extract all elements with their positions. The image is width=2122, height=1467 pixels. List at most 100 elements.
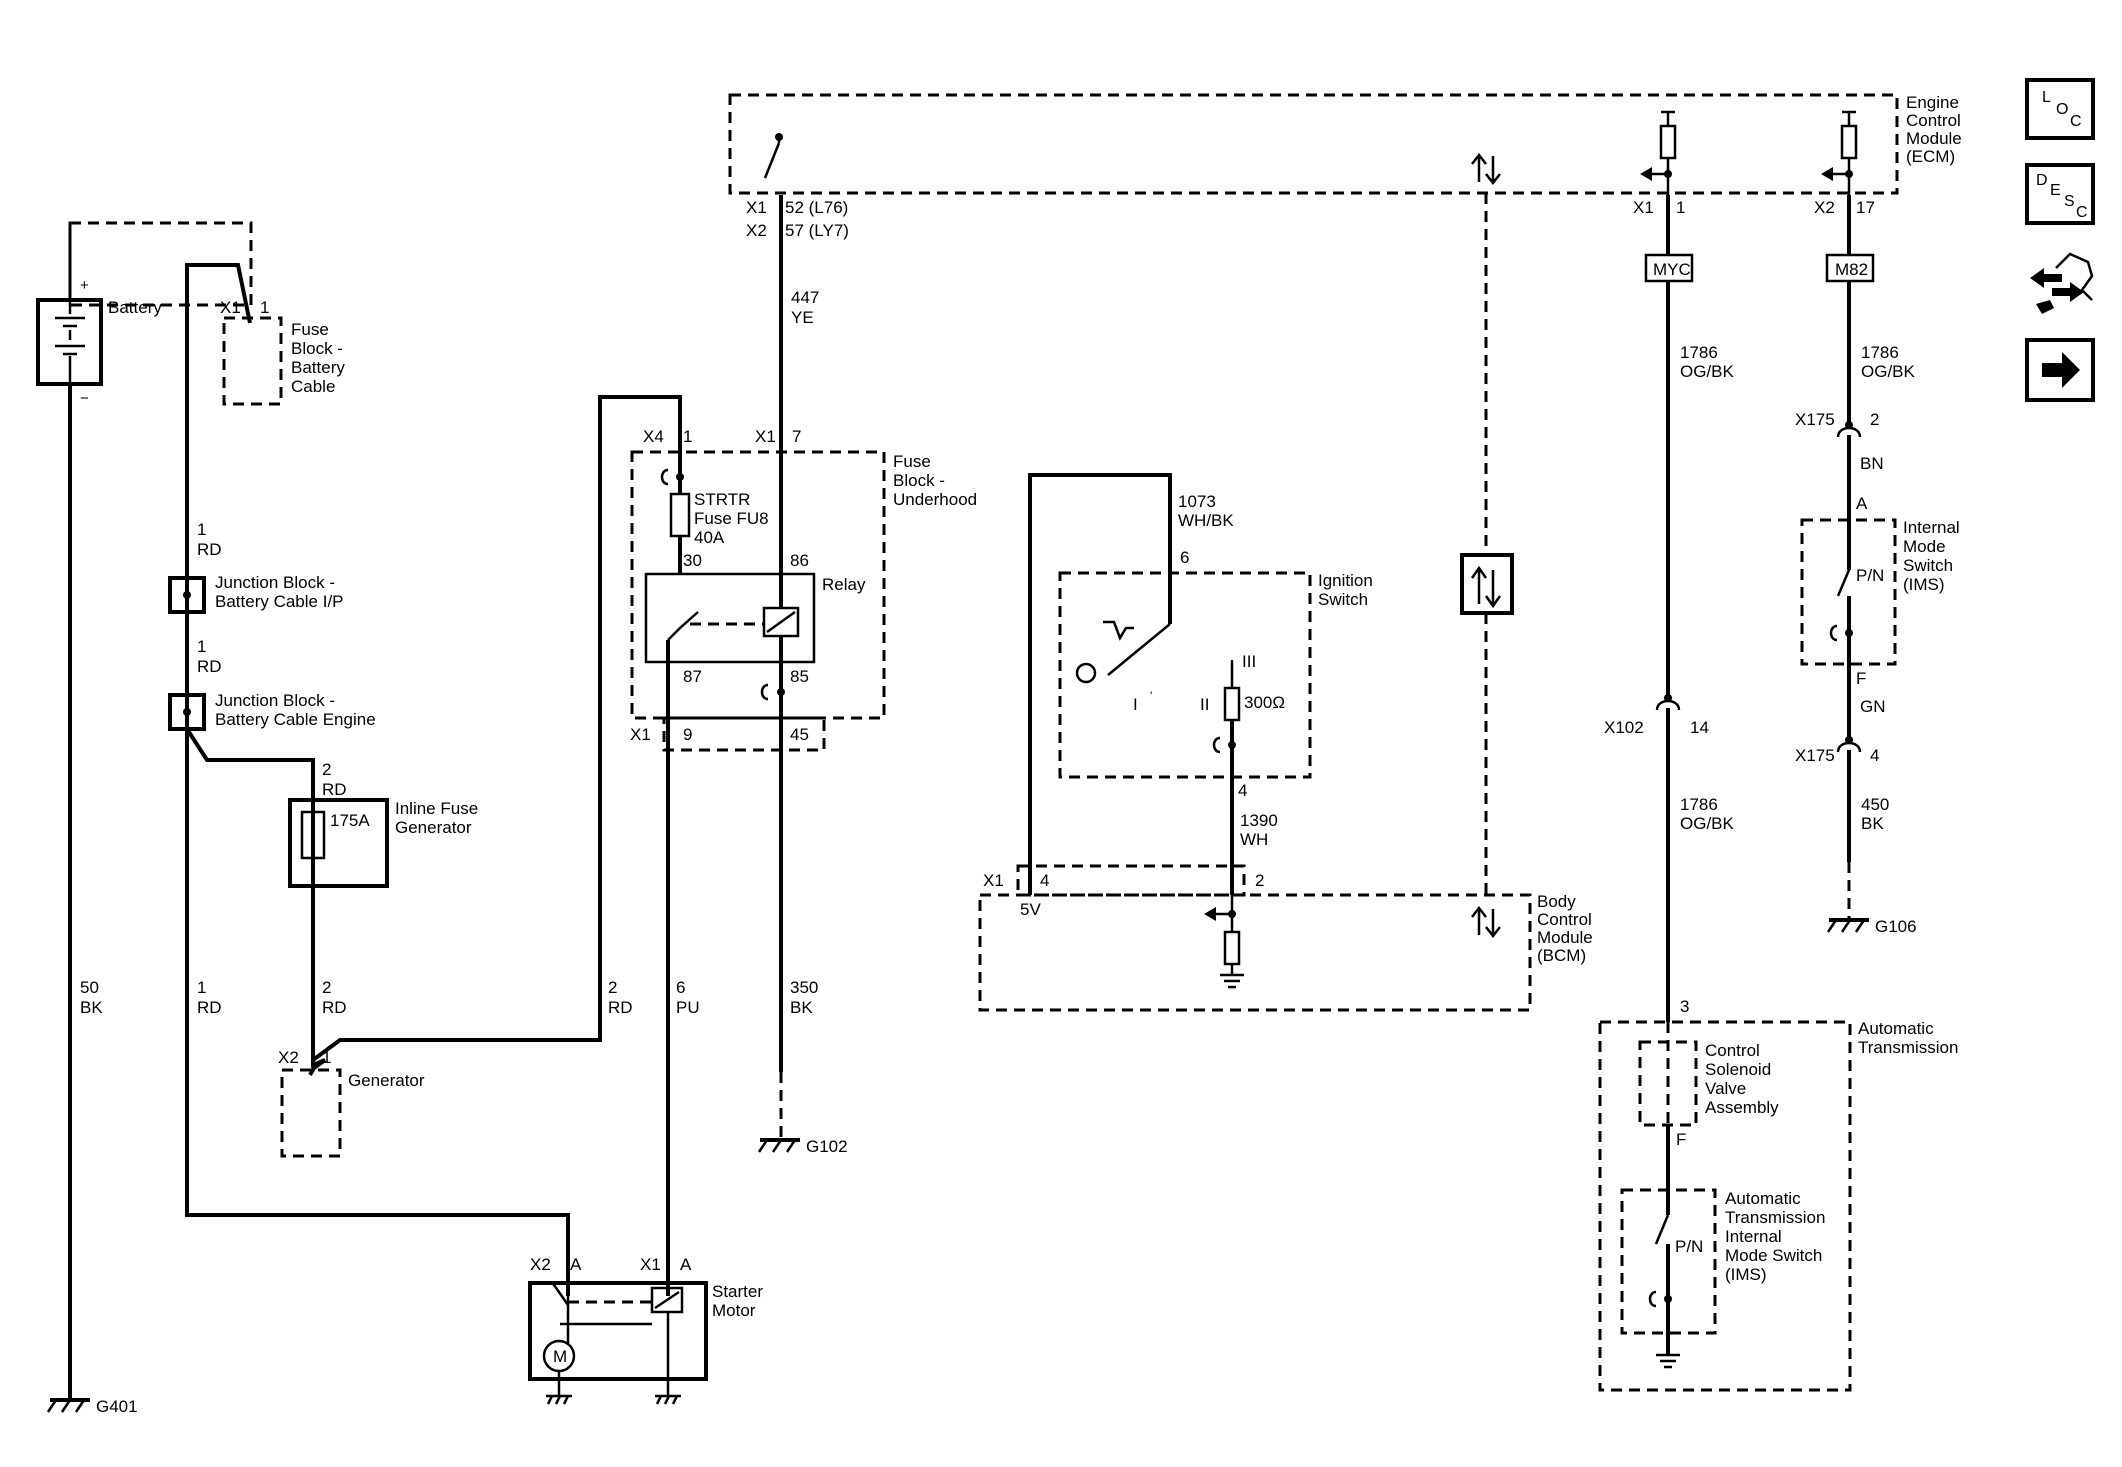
myc-label: MYC (1653, 260, 1691, 279)
ecm-label-2: Control (1906, 111, 1961, 130)
conn-label: X2 (1814, 198, 1835, 217)
desc-icon[interactable]: D E S C (2025, 163, 2095, 225)
pin-label: 85 (790, 667, 809, 686)
pin-label: 45 (790, 725, 809, 744)
ecm-module: Engine Control Module (ECM) (728, 93, 1962, 240)
desc-s: S (2064, 193, 2075, 210)
pin-label: 52 (L76) (785, 198, 848, 217)
fbbc-label-2: Block - (291, 339, 343, 358)
conn-label: X175 (1795, 410, 1835, 429)
strtr-label-3: 40A (694, 528, 725, 547)
pin-label: 7 (792, 427, 801, 446)
ign-tick: ' (1150, 689, 1152, 703)
data-bidirectional-icon (1471, 152, 1501, 186)
next-arrow-icon[interactable] (2025, 338, 2095, 402)
wire-num: 1786 (1680, 795, 1718, 814)
serial-data-icon[interactable] (1460, 553, 1514, 615)
pin-label: 2 (1255, 871, 1264, 890)
relay-label: Relay (822, 575, 866, 594)
pin-label: 1 (683, 427, 692, 446)
desc-c: C (2076, 204, 2088, 221)
relay: Relay (644, 572, 866, 664)
pn-label: P/N (1675, 1237, 1703, 1256)
cs-label-4: Assembly (1705, 1098, 1779, 1117)
fbu-label-1: Fuse (893, 452, 931, 471)
ground-g102: G102 (757, 1137, 848, 1156)
pin-label: 1 (260, 298, 269, 317)
pin-label: 1 (322, 1048, 331, 1067)
pin-label: A (1856, 494, 1868, 513)
wire-num: 1 (197, 978, 206, 997)
jb-ip-label-1: Junction Block - (215, 573, 335, 592)
wire-num: 1786 (1861, 343, 1899, 362)
ground-label: G106 (1875, 917, 1917, 936)
connector-tool-icon[interactable] (2030, 252, 2094, 314)
automatic-transmission: 3 Automatic Transmission Control Solenoi… (1598, 997, 1958, 1392)
fbbc-label-1: Fuse (291, 320, 329, 339)
starter-motor: X2 A X1 A Starter Motor M (528, 1255, 763, 1396)
wire-num: 6 (676, 978, 685, 997)
loc-icon[interactable]: L O C (2025, 78, 2095, 140)
wire-color: OG/BK (1680, 814, 1735, 833)
wire-color: BN (1860, 454, 1884, 473)
at-label-2: Transmission (1858, 1038, 1958, 1057)
cs-label-1: Control (1705, 1041, 1760, 1060)
bcm-label-2: Control (1537, 910, 1592, 929)
wire-color: RD (608, 998, 633, 1017)
ecm-label-1: Engine (1906, 93, 1959, 112)
fbu-label-2: Block - (893, 471, 945, 490)
desc-d: D (2036, 172, 2048, 189)
at-ims-box (1620, 1188, 1717, 1335)
conn-label: X1 (220, 298, 241, 317)
conn-label: X1 (746, 198, 767, 217)
pin-label: 6 (1180, 548, 1189, 567)
wire-color: RD (197, 657, 222, 676)
wire-num: 1073 (1178, 492, 1216, 511)
conn-label: X1 (983, 871, 1004, 890)
pin-label: 4 (1040, 871, 1049, 890)
junction-block-engine: Junction Block - Battery Cable Engine (168, 691, 376, 731)
conn-label: X1 (755, 427, 776, 446)
battery-label: Battery (108, 298, 162, 317)
wire-num: 450 (1861, 795, 1889, 814)
fuse-block-battery-cable: X1 1 Fuse Block - Battery Cable (220, 298, 345, 406)
pin-label: A (570, 1255, 582, 1274)
wire-color: BK (1861, 814, 1884, 833)
pin-label: 57 (LY7) (785, 221, 849, 240)
conn-label: X102 (1604, 718, 1644, 737)
battery-plus: + (80, 277, 89, 294)
ims-label-1: Internal (1903, 518, 1960, 537)
wire-color: WH (1240, 830, 1268, 849)
ground-label: G401 (96, 1397, 138, 1416)
wire-color: OG/BK (1680, 362, 1735, 381)
wire-color: OG/BK (1861, 362, 1916, 381)
wire-num: 447 (791, 288, 819, 307)
pin-label: 30 (683, 551, 702, 570)
pin-label: A (680, 1255, 692, 1274)
loc-l: L (2042, 89, 2051, 106)
wire-color: BK (80, 998, 103, 1017)
m82-circuit: M82 1786 OG/BK X175 2 BN A Internal Mode… (1795, 195, 1960, 936)
ign-label-2: Switch (1318, 590, 1368, 609)
wire-color: PU (676, 998, 700, 1017)
battery-minus: − (80, 390, 89, 407)
wire-num: 350 (790, 978, 818, 997)
ign-pos-2: II (1200, 695, 1209, 714)
ims-label-3: Switch (1903, 556, 1953, 575)
wire-color: BK (790, 998, 813, 1017)
pin-label: 9 (683, 725, 692, 744)
wire-color: RD (322, 780, 347, 799)
resistor-label: 300Ω (1244, 693, 1285, 712)
wire-color: WH/BK (1178, 511, 1234, 530)
pin-label: F (1676, 1130, 1686, 1149)
ims-label-4: (IMS) (1903, 575, 1945, 594)
bcm-data-icon (1471, 905, 1501, 939)
jb-ip-label-2: Battery Cable I/P (215, 592, 344, 611)
pin-label: 14 (1690, 718, 1709, 737)
ecm-output-2 (1821, 110, 1858, 195)
wire-num: 1390 (1240, 811, 1278, 830)
wire-color: GN (1860, 697, 1886, 716)
generator: X2 1 Generator (278, 1048, 425, 1158)
conn-label: X1 (1633, 198, 1654, 217)
pin-label: F (1856, 669, 1866, 688)
